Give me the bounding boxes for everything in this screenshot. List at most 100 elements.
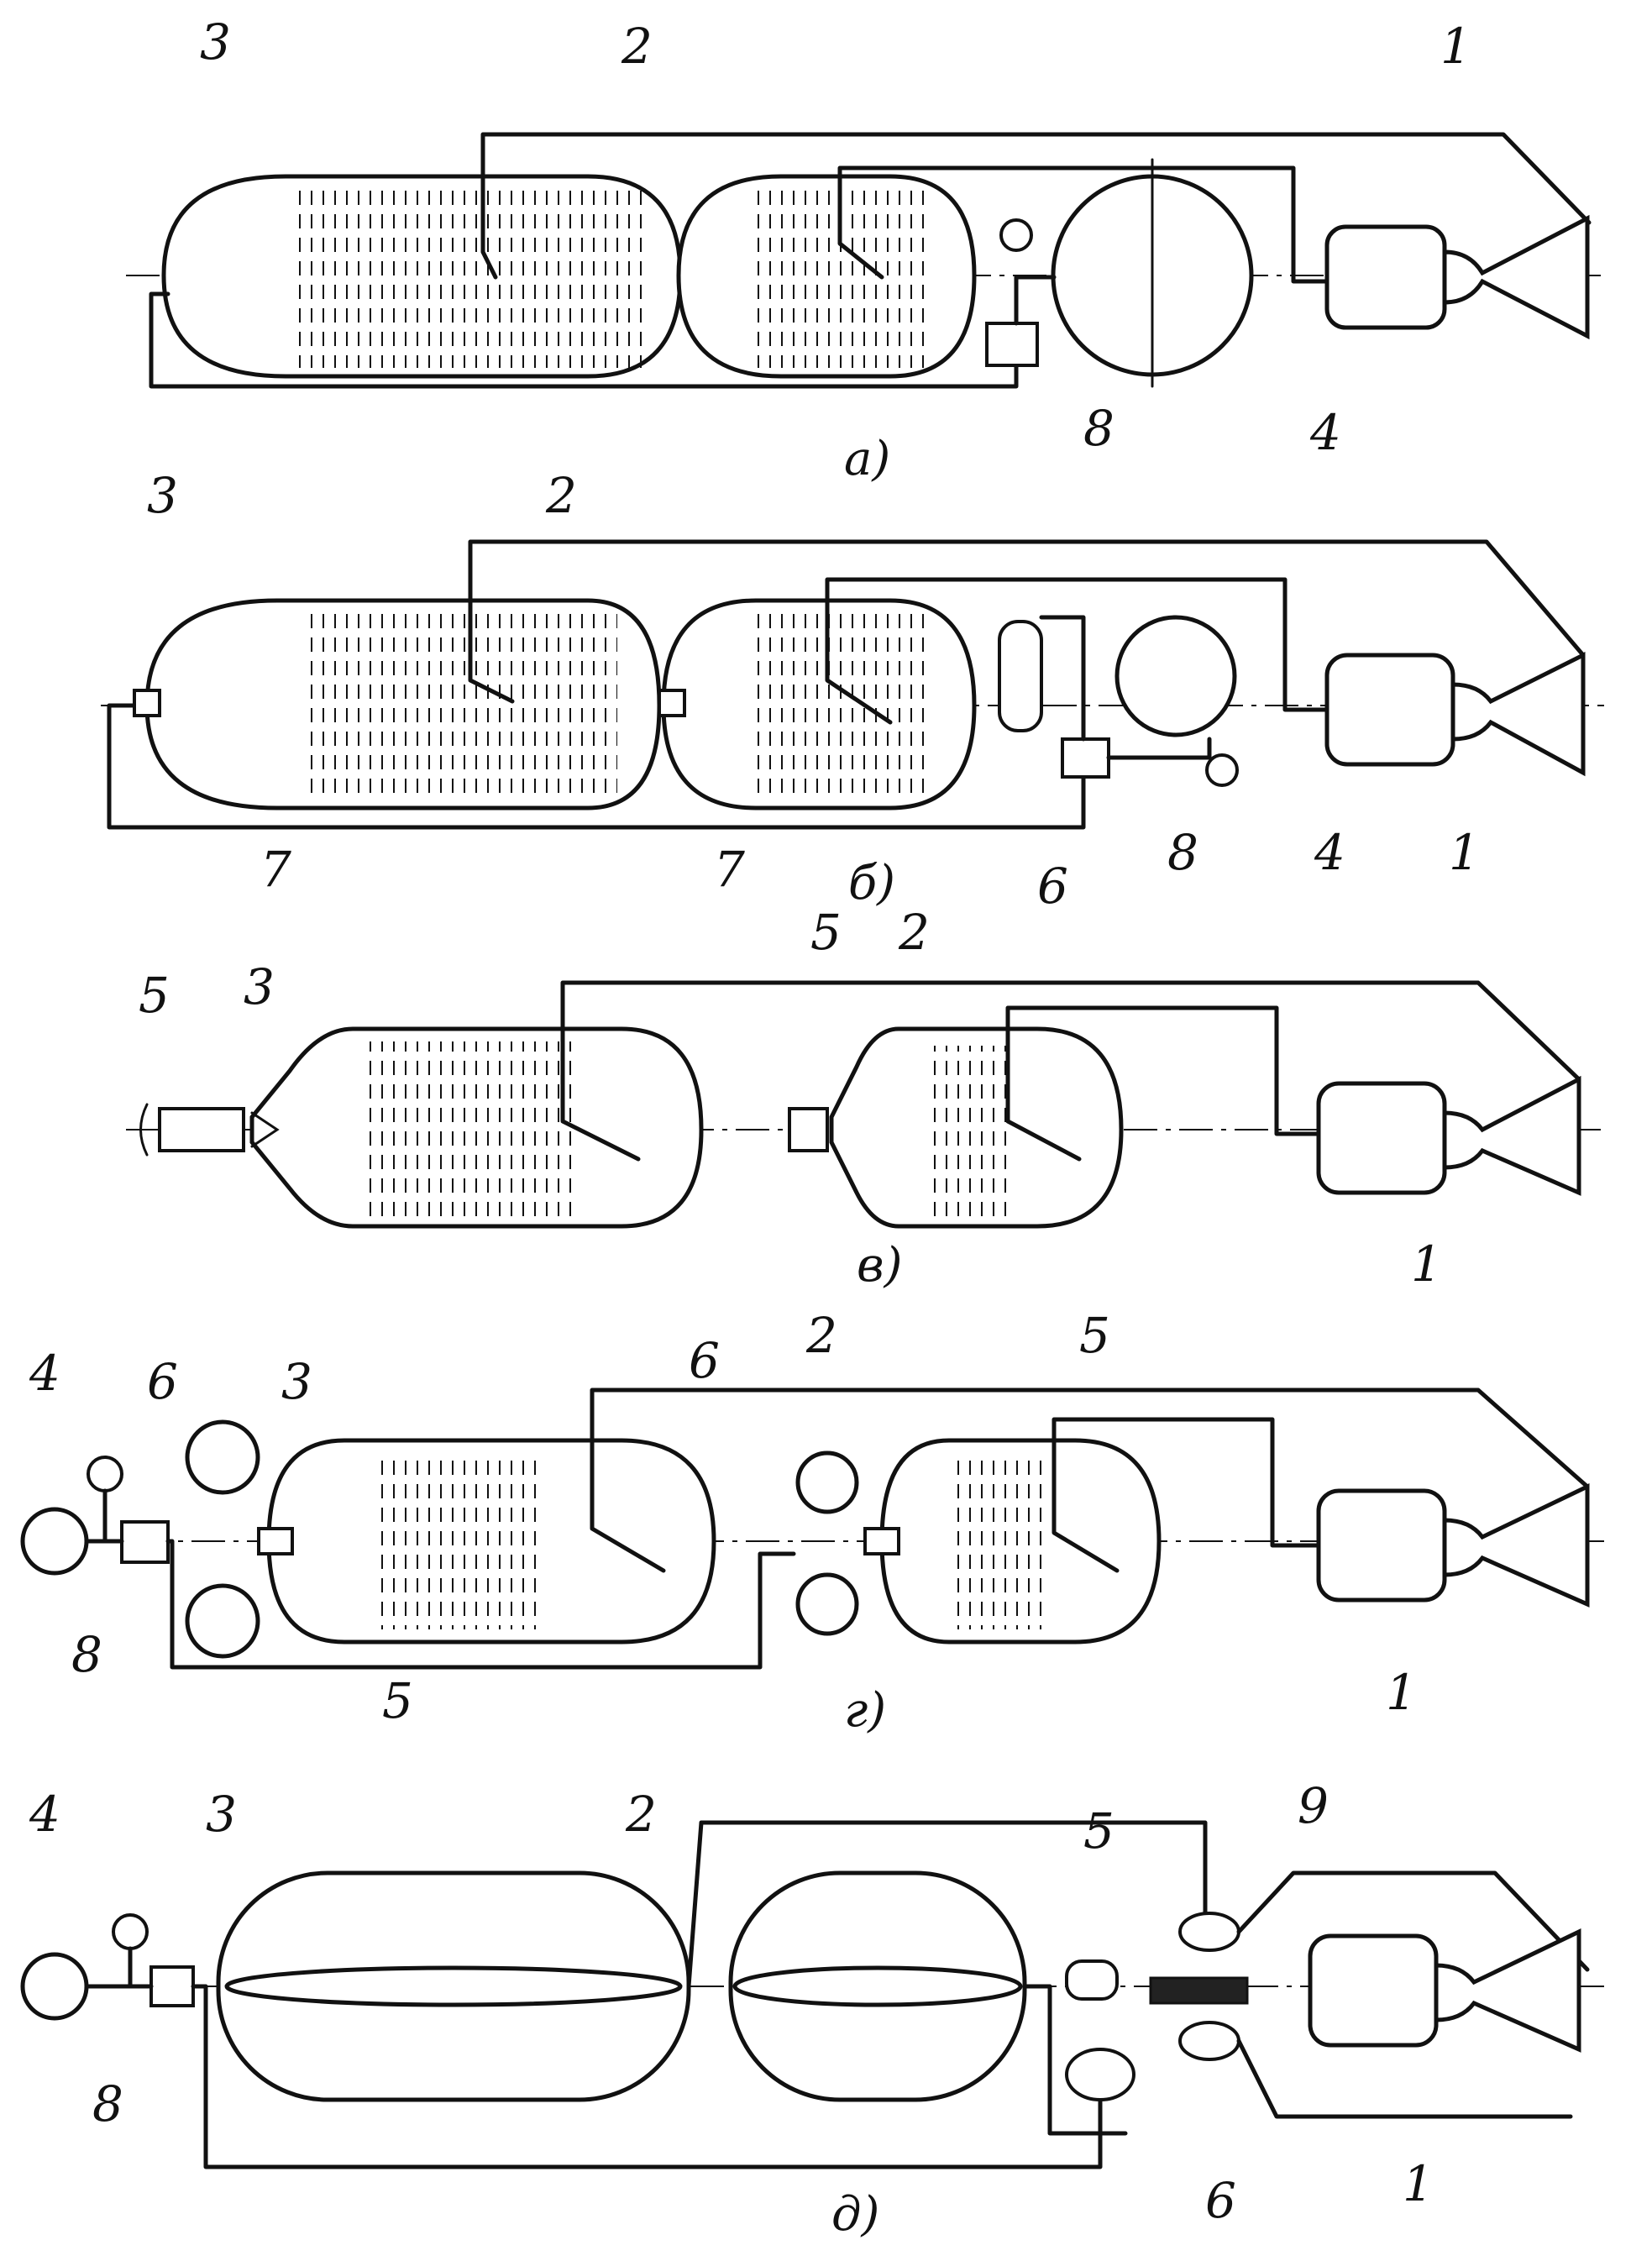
gas-bottle-6 (795, 1572, 859, 1636)
generator-casing (139, 1103, 280, 1157)
reducer-8 (985, 322, 1039, 367)
gas-bottle-6 (795, 1451, 859, 1514)
label-engine-1: 1 (1449, 824, 1480, 881)
nozzle (1442, 1483, 1590, 1608)
reducer-8 (1061, 737, 1110, 779)
pressurization-line (165, 1539, 796, 1670)
pump-9 (1178, 2021, 1240, 2061)
labels-panel-d: 4 6 3 8 5 6 2 5 1 г) (29, 1307, 1417, 1738)
label-accumulator-6: 6 (1037, 858, 1068, 915)
feed-line-3 (590, 1388, 1590, 1573)
gas-generator-5 (158, 1107, 245, 1152)
valve-7 (133, 689, 161, 717)
panel-b (101, 539, 1604, 830)
label-tank-3: 3 (281, 1353, 312, 1410)
label-tank-3: 3 (200, 13, 231, 71)
label-generator-5: 5 (810, 904, 842, 961)
pressure-gauge (112, 1913, 149, 1950)
liquid-fill (370, 1041, 580, 1218)
pressure-gauge (87, 1456, 123, 1492)
nozzle (1450, 651, 1586, 777)
reducer-8 (120, 1520, 170, 1564)
label-reducer-8: 8 (1167, 824, 1198, 881)
label-tank-3: 3 (206, 1786, 237, 1843)
gas-bottle-6 (185, 1583, 260, 1659)
pressurant-sphere-4 (1114, 615, 1237, 737)
labels-panel-c: 5 3 5 2 1 в) (139, 904, 1442, 1293)
engine-chamber-1 (1324, 224, 1447, 330)
reducer-8 (149, 1965, 195, 2007)
label-bottle-6: 6 (689, 1332, 720, 1389)
label-engine-1: 1 (1411, 1235, 1442, 1293)
label-tank-2: 2 (545, 467, 577, 524)
label-engine-1: 1 (1440, 18, 1471, 75)
pressurant-sphere-4 (20, 1952, 89, 2021)
label-tank-3: 3 (147, 467, 178, 524)
caption-panel-d: г) (844, 1683, 886, 1738)
engine-chamber-1 (1324, 653, 1455, 767)
feed-line-2 (837, 165, 1329, 284)
liquid-fill (756, 609, 932, 800)
pressurization-line (191, 1984, 1103, 2169)
label-reducer-8: 8 (71, 1626, 102, 1683)
label-engine-1: 1 (1386, 1664, 1417, 1721)
feed-line-2 (1052, 1417, 1321, 1573)
pump-outlet (1236, 1870, 1590, 1972)
gas-generator-5 (1065, 1959, 1119, 2001)
caption-panel-a: а) (844, 432, 890, 486)
label-sphere-4: 4 (29, 1786, 60, 1843)
nozzle (1442, 214, 1590, 340)
sphere-to-reducer (84, 1946, 154, 1989)
liquid-fill (302, 609, 617, 800)
feed-line-3 (560, 980, 1581, 1162)
reducer-link (1014, 275, 1057, 326)
label-generator-5: 5 (1083, 1802, 1114, 1860)
label-sphere-4: 4 (29, 1345, 60, 1402)
liquid-fill (756, 185, 932, 368)
gas-accumulator-6 (1065, 2048, 1135, 2101)
bladder (224, 1965, 683, 2007)
pressure-gauge (1205, 753, 1239, 787)
label-reducer-8: 8 (92, 2075, 123, 2132)
feed-line-2 (825, 577, 1329, 725)
label-valve-5: 5 (1079, 1307, 1110, 1364)
engine-chamber-1 (1316, 1081, 1447, 1195)
caption-panel-c: в) (857, 1238, 902, 1293)
liquid-fill (957, 1453, 1041, 1629)
label-tank-2: 2 (805, 1307, 837, 1364)
panel-d (20, 1388, 1604, 1670)
liquid-fill (298, 185, 642, 368)
label-valve-7: 7 (260, 841, 291, 898)
nozzle (1434, 1928, 1581, 2053)
panel-c (126, 980, 1604, 1229)
label-valve-7: 7 (714, 841, 745, 898)
feed-line-3 (686, 1820, 1208, 1989)
pump-9 (1178, 1912, 1240, 1952)
label-tank-2: 2 (621, 18, 653, 75)
pressure-gauge (999, 218, 1033, 252)
feed-line-3 (480, 132, 1592, 280)
caption-panel-b: б) (848, 856, 895, 910)
caption-panel-e: д) (831, 2187, 879, 2242)
gas-generator-5 (788, 1107, 829, 1152)
bladder (732, 1965, 1023, 2007)
pressurization-line (149, 291, 1019, 389)
label-reducer-8: 8 (1083, 400, 1114, 457)
sphere-to-reducer (84, 1488, 124, 1544)
engine-chamber-1 (1316, 1488, 1447, 1603)
labels-panel-a: 3 2 1 8 4 а) (200, 13, 1471, 486)
label-engine-1: 1 (1403, 2155, 1434, 2212)
labels-panel-e: 4 3 2 5 9 8 6 1 д) (29, 1777, 1434, 2242)
valve-7 (658, 689, 686, 717)
feed-line-2 (1005, 1005, 1321, 1162)
feed-line-3 (468, 539, 1586, 704)
reducer-link (1039, 615, 1086, 742)
pressurization-line (107, 703, 1086, 830)
exhaust-line (1236, 2038, 1573, 2119)
turbine-shaft (1149, 1976, 1249, 2005)
liquid-fill (374, 1453, 542, 1629)
label-sphere-4: 4 (1314, 824, 1345, 881)
label-pump-9: 9 (1298, 1777, 1329, 1834)
feed-line-2 (1022, 1984, 1128, 2136)
